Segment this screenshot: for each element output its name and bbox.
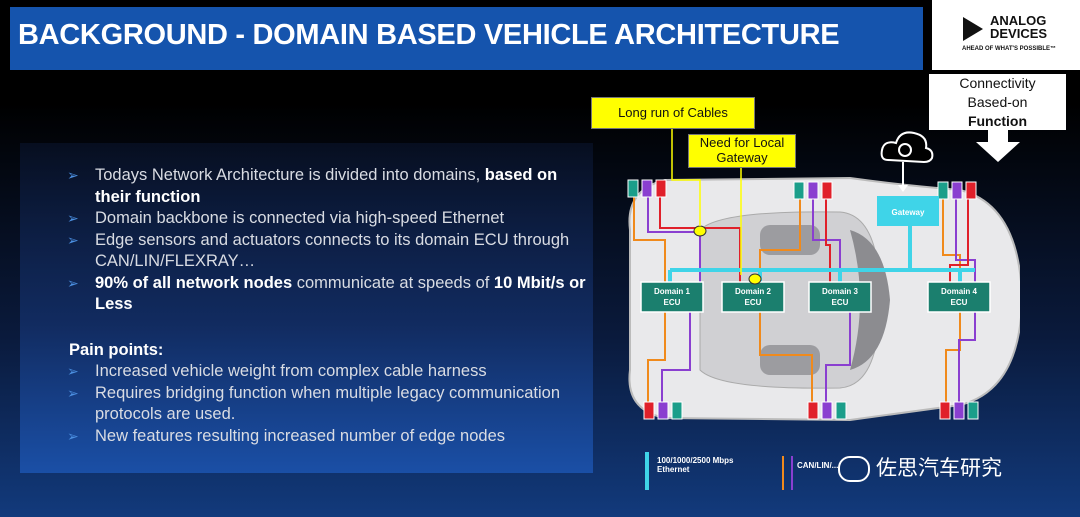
connectivity-callout: Connectivity Based-on Function <box>929 74 1066 130</box>
local-gateway-marker <box>693 225 707 237</box>
arrow-bullet-icon: ➢ <box>67 167 79 183</box>
can-legend-line <box>782 456 784 490</box>
domain-2-ecu: Domain 2 ECU <box>721 281 785 313</box>
svg-text:ECU: ECU <box>951 298 968 307</box>
lin-legend-line <box>791 456 793 490</box>
text-panel <box>20 143 593 473</box>
arrow-bullet-icon: ➢ <box>67 427 79 444</box>
bullet-list: ➢Todays Network Architecture is divided … <box>52 165 592 447</box>
arrow-bullet-icon: ➢ <box>67 210 79 226</box>
svg-text:Domain 2: Domain 2 <box>735 287 772 296</box>
long-run-of-cables-callout: Long run of Cables <box>591 97 755 129</box>
pain-item: ➢New features resulting increased number… <box>52 426 592 448</box>
arrow-bullet-icon: ➢ <box>67 231 79 248</box>
logo-triangle-icon <box>963 17 983 41</box>
pain-item: ➢Requires bridging function when multipl… <box>67 383 560 424</box>
local-gateway-marker <box>748 273 762 285</box>
bullet-item: ➢Todays Network Architecture is divided … <box>67 166 558 206</box>
ethernet-legend-text: 100/1000/2500 Mbps Ethernet <box>657 456 734 474</box>
title-bar: BACKGROUND - DOMAIN BASED VEHICLE ARCHIT… <box>10 7 923 70</box>
logo-tagline: AHEAD OF WHAT'S POSSIBLE™ <box>962 46 1056 52</box>
domain-1-ecu: Domain 1 ECU <box>640 281 704 313</box>
arrow-bullet-icon: ➢ <box>67 274 79 291</box>
pain-item: ➢Increased vehicle weight from complex c… <box>52 361 592 383</box>
svg-text:ECU: ECU <box>664 298 681 307</box>
domain-4-ecu: Domain 4 ECU <box>927 281 991 313</box>
watermark: 佐思汽车研究 <box>838 452 1002 483</box>
arrow-bullet-icon: ➢ <box>67 363 79 379</box>
svg-text:Domain 3: Domain 3 <box>822 287 859 296</box>
bullet-item: ➢Edge sensors and actuators connects to … <box>67 230 570 271</box>
car-seat <box>760 225 820 255</box>
wechat-icon <box>838 456 870 483</box>
svg-text:Domain 1: Domain 1 <box>654 287 691 296</box>
page-title: BACKGROUND - DOMAIN BASED VEHICLE ARCHIT… <box>18 19 840 51</box>
bullet-item: ➢90% of all network nodes communicate at… <box>67 273 586 314</box>
ethernet-legend-line <box>645 452 649 490</box>
analog-devices-logo: ANALOG DEVICES AHEAD OF WHAT'S POSSIBLE™ <box>932 0 1080 70</box>
car-seat <box>760 345 820 375</box>
down-arrow-icon <box>976 130 1020 162</box>
cloud-icon <box>880 131 934 192</box>
top-connectors <box>627 179 977 200</box>
logo-name: ANALOG DEVICES <box>990 13 1048 41</box>
callout-leader <box>671 127 701 226</box>
pain-points-heading: Pain points: <box>69 340 164 359</box>
svg-text:ECU: ECU <box>745 298 762 307</box>
bullet-item: ➢Domain backbone is connected via high-s… <box>52 208 592 230</box>
need-local-gateway-callout: Need for Local Gateway <box>688 134 796 168</box>
vehicle-architecture-diagram: Gateway Domain 1 ECU Domain 2 ECU Domain… <box>627 127 1020 422</box>
legend: 100/1000/2500 Mbps Ethernet CAN/LIN/... <box>645 452 1045 492</box>
lin-wiring <box>647 197 976 408</box>
svg-text:Domain 4: Domain 4 <box>941 287 978 296</box>
domain-3-ecu: Domain 3 ECU <box>808 281 872 313</box>
gateway-box <box>877 196 939 226</box>
can-legend-text: CAN/LIN/... <box>797 461 839 470</box>
arrow-bullet-icon: ➢ <box>67 384 79 401</box>
gateway-label: Gateway <box>892 208 925 217</box>
svg-text:ECU: ECU <box>832 298 849 307</box>
bottom-connectors <box>643 401 979 420</box>
